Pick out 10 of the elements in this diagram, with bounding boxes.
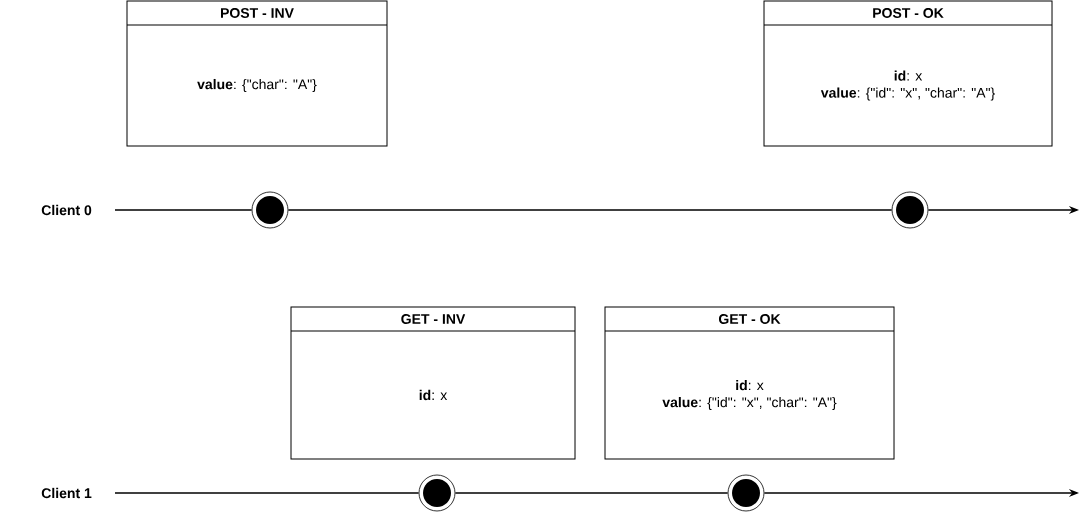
- message-box: POST - INV value: {"char": "A"}: [126, 0, 388, 147]
- message-box: GET - OK id: x value: {"id": "x", "char": "A"}: [604, 306, 895, 460]
- event-marker: [418, 474, 456, 512]
- message-box: POST - OK id: x value: {"id": "x", "char": "A"}: [763, 0, 1053, 147]
- client-label: Client 1: [41, 487, 92, 499]
- event-marker: [727, 474, 765, 512]
- message-box: GET - INV id: x: [290, 306, 576, 460]
- event-marker: [891, 191, 929, 229]
- event-marker: [251, 191, 289, 229]
- client-label: Client 0: [41, 204, 92, 216]
